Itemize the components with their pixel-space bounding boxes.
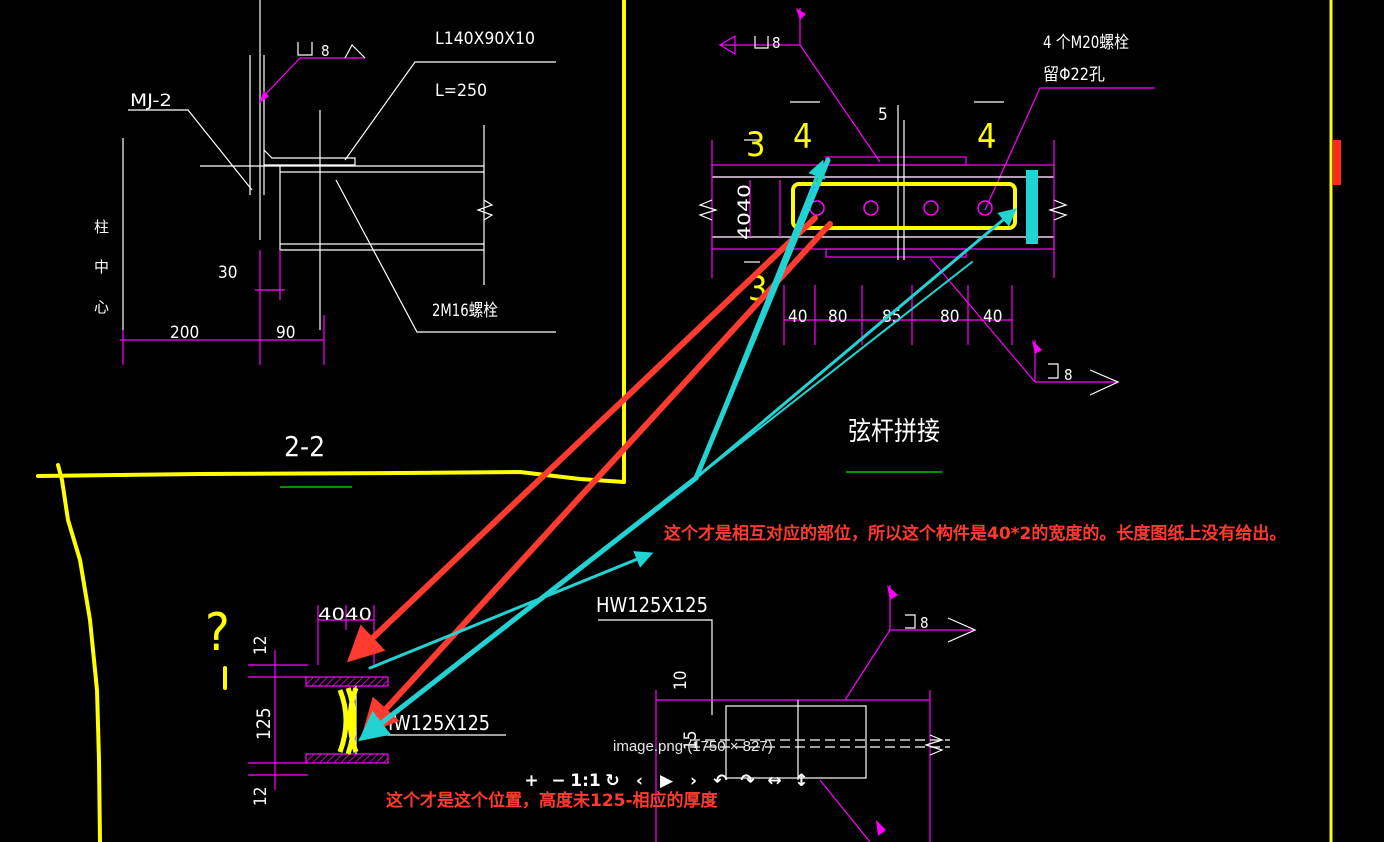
cyan-arrow-2 [694,159,826,480]
cyan-arrow-5 [368,551,654,670]
next-button[interactable]: › [689,771,697,791]
play-button[interactable]: ▶ [659,771,674,791]
annotation-note-2: 这个才是这个位置，高度未125-相应的厚度 [386,791,718,811]
image-info-label: image.png (1750 × 827) [613,738,773,755]
actual-size-button[interactable]: 1:1 [570,771,601,791]
lower-right-labels: HW125X125 8 10 15 [596,593,929,750]
hw-right-label: HW125X125 [596,593,708,617]
section-mark-3-top: 3 [746,125,765,165]
dim-bottom-80b: 80 [940,307,959,327]
zoom-out-button[interactable]: − [551,771,566,791]
dim-4040-vertical: 4040 [735,184,755,240]
section-2-2-labels: L140X90X10 L=250 MJ-2 8 2M16螺栓 柱 中 心 30 … [94,29,535,463]
red-arrow-2 [361,221,833,736]
previous-button[interactable]: ‹ [635,771,643,791]
chord-splice-labels: 8 4 个M20螺栓 留Φ22孔 5 3 4 4 3 4040 40 80 85… [735,33,1129,447]
dim-200: 200 [170,323,199,343]
dim-4040-top: 4040 [318,605,372,625]
dim-bottom-40a: 40 [788,307,807,327]
dim-10: 10 [671,671,691,690]
hw-section-label: HW125X125 [380,711,490,735]
bolts-label-line1: 4 个M20螺栓 [1043,33,1129,53]
splice-plate-highlight [791,182,1017,230]
weld-size-label: 8 [321,42,330,60]
dim-5: 5 [878,105,888,125]
bolt-hole [923,200,939,216]
lower-right-detail [598,585,977,842]
rotate-right-button[interactable]: ↷ [740,771,755,791]
yellow-web-highlight [337,687,359,755]
bolt-hole [863,200,879,216]
zoom-in-button[interactable]: + [524,771,539,791]
drawing-frame [36,0,1333,842]
red-arrow-1 [346,215,818,663]
dim-125: 125 [253,707,275,740]
cyan-plate-marker [1026,170,1038,244]
bolts-label-line2: 留Φ22孔 [1043,65,1105,85]
flip-vertical-button[interactable]: ↕ [794,771,809,791]
flip-horizontal-button[interactable]: ↔ [767,771,782,791]
dim-90: 90 [276,323,295,343]
dim-12-top: 12 [251,636,271,655]
bolt-holes [809,200,993,216]
weld-size-top: 8 [772,34,781,52]
reset-button[interactable]: ↻ [605,771,620,791]
weld-size-bottom: 8 [1064,366,1073,384]
dim-30: 30 [218,263,237,283]
viewer-toolbar: +−1:1↻ ‹ ▶ › ↶ ↷ ↔ ↕ [518,768,815,796]
section-title: 2-2 [284,430,325,463]
column-center-label-1: 柱 [94,218,109,236]
cyan-arrow-4 [358,475,699,742]
weld-size-right: 8 [920,614,929,632]
section-mark-4-left: 4 [793,117,812,157]
column-center-label-2: 中 [94,258,109,276]
lower-section-labels: 4040 12 125 12 HW125X125 ? [205,603,490,806]
length-label: L=250 [435,81,487,101]
cyan-annotation-arrows [358,157,1017,742]
splice-title: 弦杆拼接 [848,417,940,447]
angle-size-label: L140X90X10 [435,29,535,49]
column-center-label-3: 心 [94,298,109,316]
mj-label: MJ-2 [130,91,172,111]
question-mark: ? [205,603,230,663]
section-2-2-detail [120,0,556,365]
cyan-arrow-3 [694,208,1017,480]
annotation-note-1: 这个才是相互对应的部位，所以这个构件是40*2的宽度的。长度图纸上没有给出。 [664,524,1287,544]
dim-15: 15 [681,731,701,750]
red-annotation-arrows [346,215,833,736]
dim-bottom-40b: 40 [983,307,1002,327]
cyan-arrow-6 [695,261,973,479]
section-mark-4-right: 4 [977,117,996,157]
dim-12-bottom: 12 [251,787,271,806]
bolt-hole [977,200,993,216]
rotate-left-button[interactable]: ↶ [713,771,728,791]
dim-bottom-80a: 80 [828,307,847,327]
side-scroll-marker [1333,140,1341,185]
bolt-label: 2M16螺栓 [432,301,498,321]
